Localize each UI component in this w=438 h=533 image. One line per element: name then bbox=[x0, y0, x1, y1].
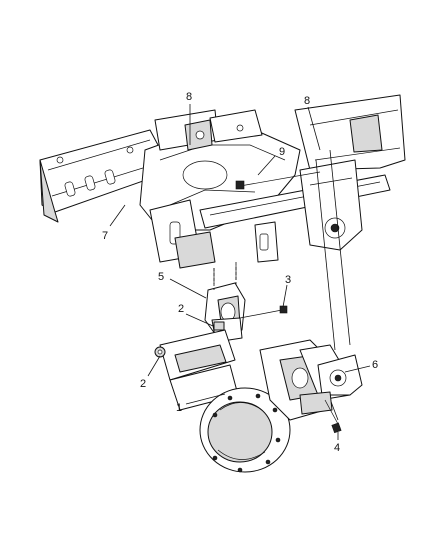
callout-labels: 8 8 9 7 5 2 3 2 1 6 4 bbox=[102, 91, 378, 454]
callout-5: 5 bbox=[158, 271, 164, 283]
callout-6: 6 bbox=[372, 359, 378, 371]
callout-8: 8 bbox=[186, 91, 192, 103]
frame-crossmember bbox=[39, 94, 406, 269]
bolt-4 bbox=[324, 399, 342, 434]
leader-lines bbox=[109, 104, 371, 440]
callout-2: 2 bbox=[140, 378, 146, 390]
nut-center bbox=[213, 321, 225, 331]
callout-7: 7 bbox=[102, 230, 108, 242]
callout-9: 9 bbox=[279, 146, 285, 158]
callout-1: 1 bbox=[176, 402, 182, 414]
nut-left bbox=[154, 346, 166, 358]
callout-2: 2 bbox=[178, 303, 184, 315]
bolt-3 bbox=[239, 305, 288, 319]
callout-8: 8 bbox=[304, 95, 310, 107]
callout-3: 3 bbox=[285, 274, 291, 286]
callout-4: 4 bbox=[334, 442, 340, 454]
front-axle-differential bbox=[159, 329, 363, 473]
